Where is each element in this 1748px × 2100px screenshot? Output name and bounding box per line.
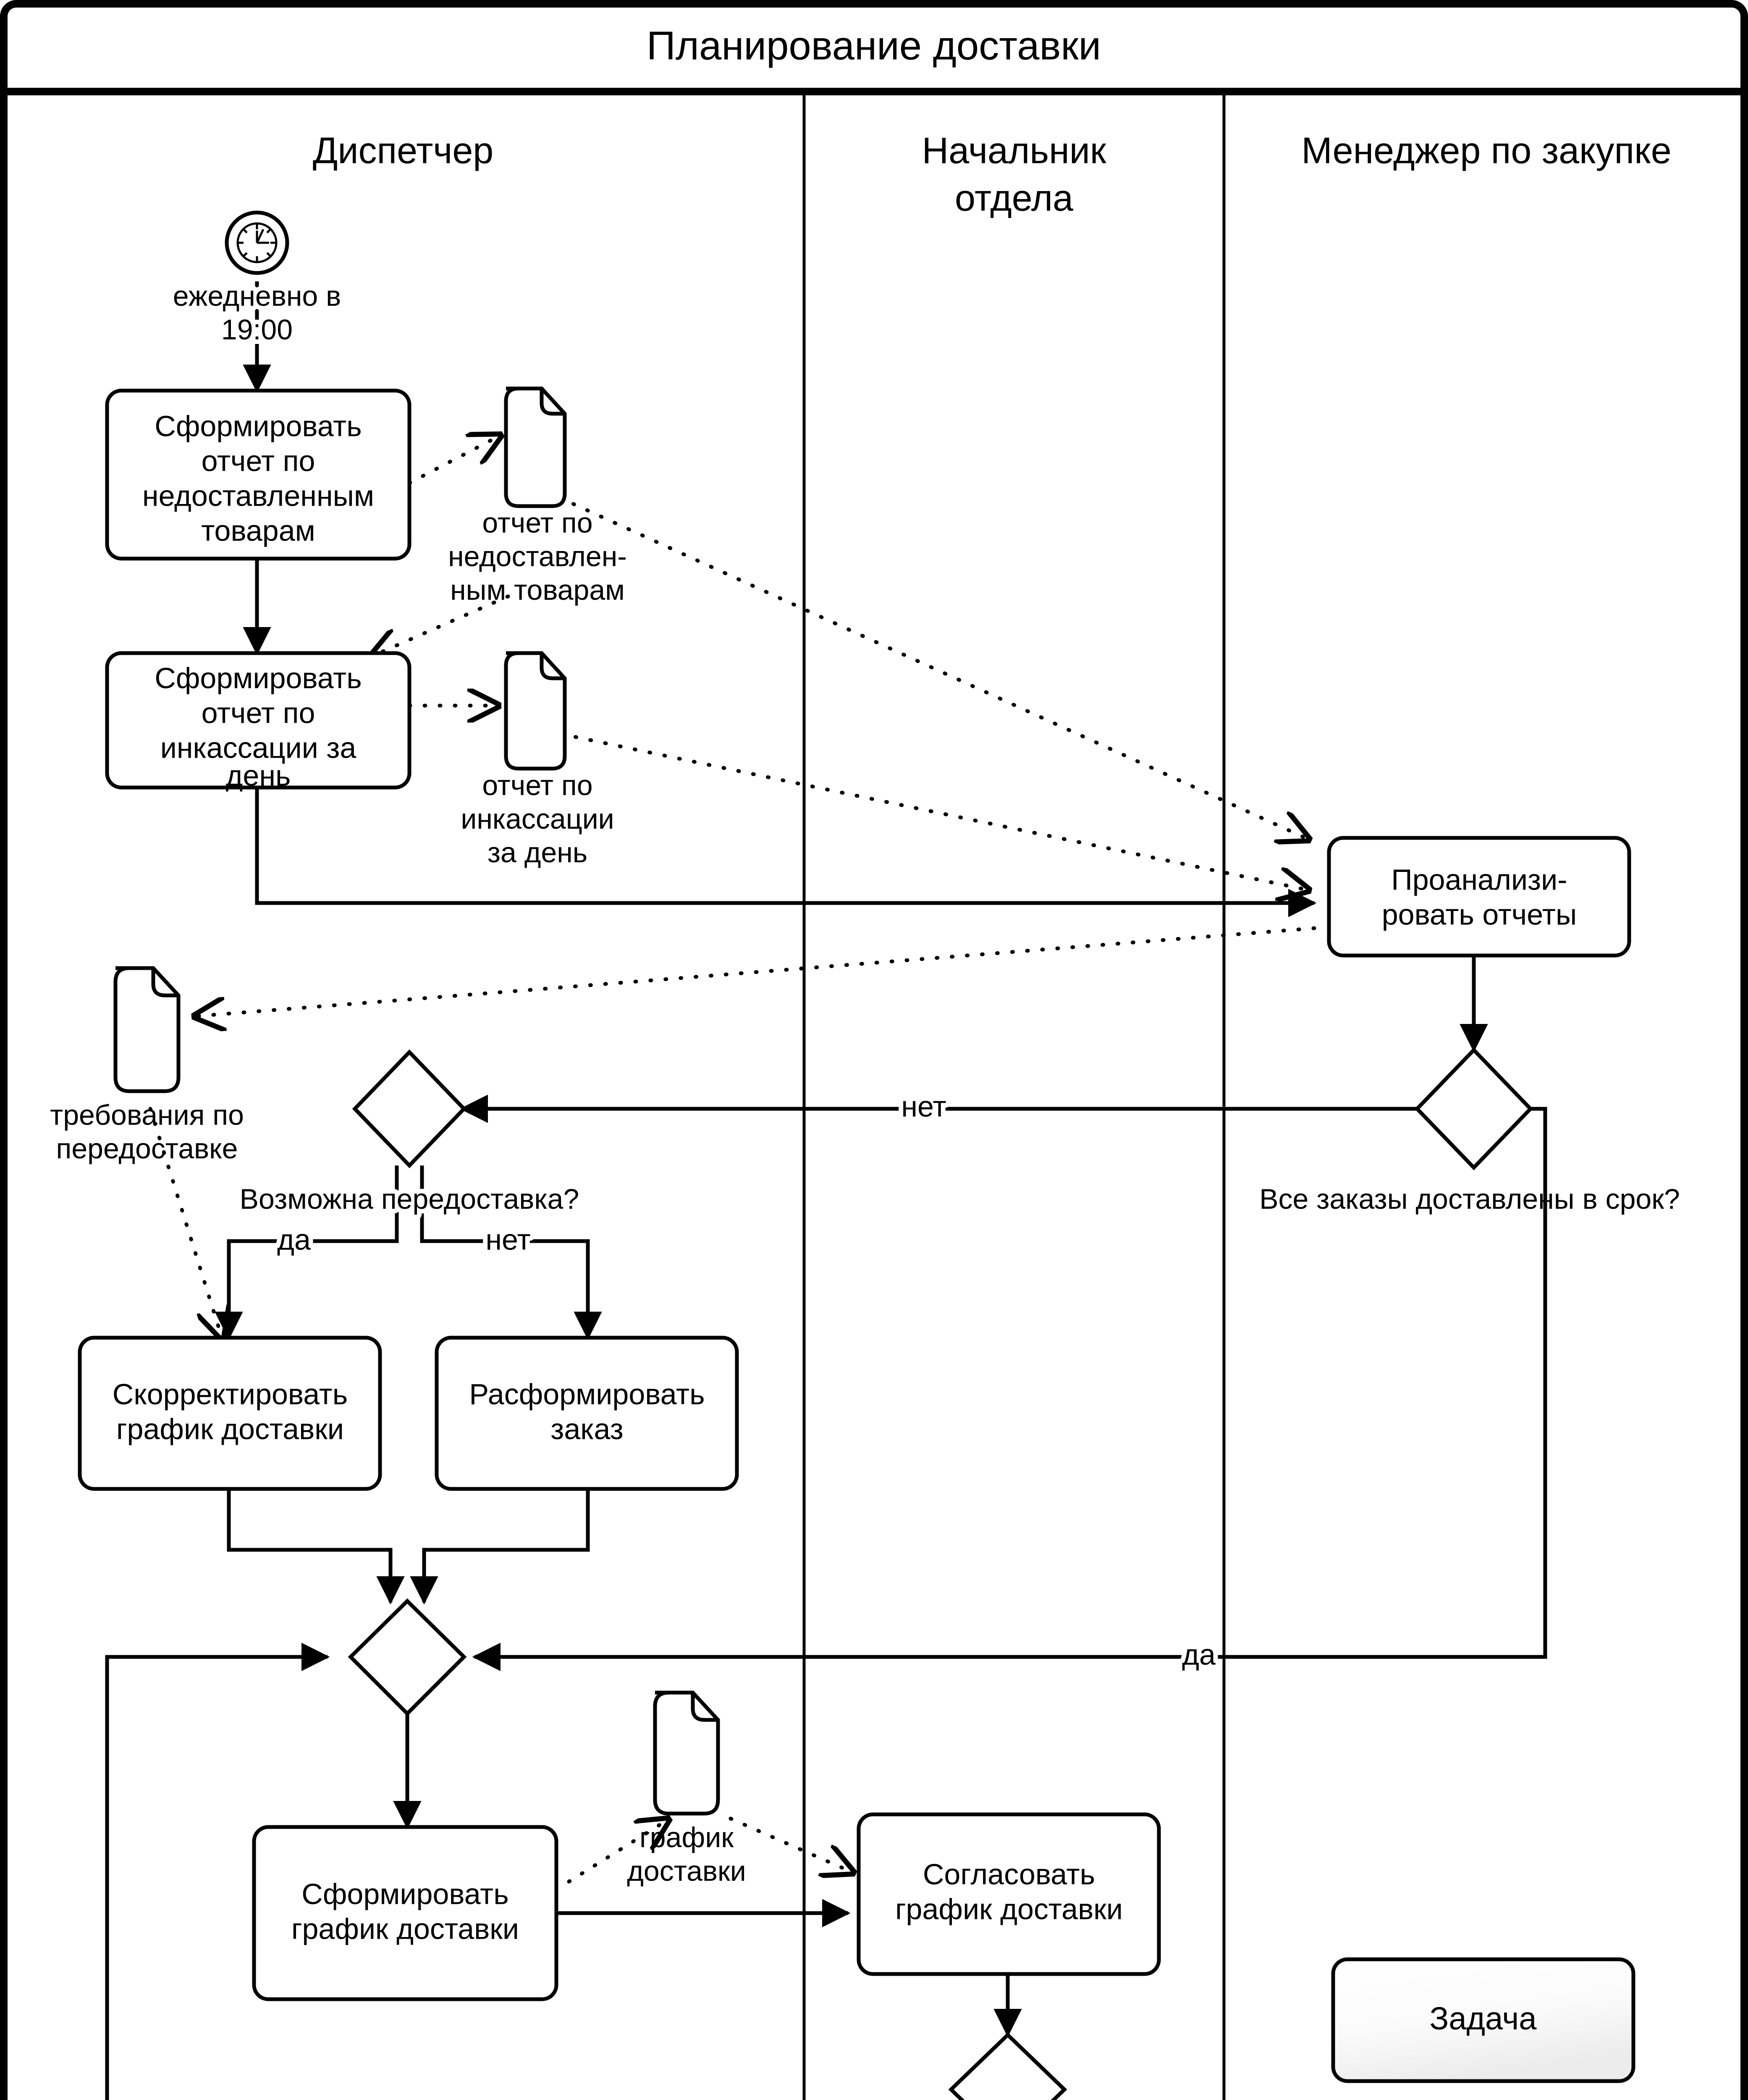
assoc-t1-to-d1 (407, 435, 502, 485)
data-d1-label-line2: недоставлен- (448, 541, 627, 572)
start-event-label-line1: ежедневно в (173, 280, 341, 312)
diagram-title: Планирование доставки (647, 23, 1101, 68)
task-t1-line4: товарам (201, 514, 315, 547)
gateway-vozmozhna-peredostavka[interactable] (352, 1049, 467, 1168)
assoc-analyze-to-d3 (193, 926, 1316, 1016)
task-t6-line2: график доставки (291, 1912, 519, 1945)
assoc-d1-to-t2 (370, 594, 510, 657)
start-event-label-line2: 19:00 (221, 314, 293, 346)
data-d2-label-line2: инкассации (461, 803, 614, 835)
data-d4-label-line2: доставки (627, 1855, 746, 1887)
data-d4-label-line1: график (639, 1822, 734, 1853)
start-event-timer[interactable] (225, 210, 289, 275)
task-t4-line2: график доставки (116, 1412, 344, 1445)
assoc-d1-to-analyze (544, 489, 1310, 840)
edge-label-g1-no: нет (901, 1090, 946, 1123)
task-sformirovat-grafik-dostavki[interactable]: Сформировать график доставки (252, 1825, 558, 2001)
task-t2-line3: инкассации за (160, 731, 356, 764)
legend-task: Задача (1331, 1957, 1635, 2083)
assoc-t6-to-d4 (567, 1819, 670, 1884)
lane-header-head-of-department: Начальник отдела (922, 129, 1106, 218)
lane-header-purchase-manager: Менеджер по закупке (1301, 129, 1671, 171)
edge-label-g2-yes: да (277, 1223, 311, 1256)
task-t5-line1: Расформировать (469, 1378, 705, 1410)
edge-g2-no-to-t5 (420, 1166, 602, 1340)
task-proanalizirovat-otchety[interactable]: Проанализи- ровать отчеты (1327, 836, 1631, 958)
task-t7-line2: график доставки (895, 1893, 1123, 1925)
data-d3-label-line2: передоставке (56, 1133, 238, 1165)
legend: Задача Развилка Данные Старт Стоп (1331, 1957, 1635, 2083)
edge-label-g2-no: нет (485, 1223, 530, 1256)
gateway-soglasovan[interactable] (948, 2032, 1067, 2100)
lane-label-head-2: отдела (955, 177, 1073, 218)
data-object-otchet-inkassacii[interactable] (504, 651, 567, 771)
edge-g4-no-loopback (105, 1643, 1010, 2100)
edge-g1-yes-to-g3 (472, 1107, 1547, 1671)
task-t3-line1: Проанализи- (1391, 863, 1567, 896)
task-sformirovat-otchet-nedostavlennym[interactable]: Сформировать отчет по недоставленным тов… (105, 388, 411, 561)
task-t1-line3: недоставленным (142, 479, 374, 512)
edge-t2-to-analyze (255, 788, 1317, 917)
data-d1-label-line1: отчет по (482, 507, 592, 539)
edge-g2-yes-to-t4 (215, 1166, 399, 1340)
lane-header-dispatcher: Диспетчер (313, 129, 493, 171)
lane-label-head-1: Начальник (922, 129, 1106, 171)
task-t1-line2: отчет по (202, 444, 315, 477)
data-d2-label-line1: отчет по (482, 769, 592, 801)
data-object-otchet-nedostavlennym[interactable] (504, 386, 567, 508)
lane-label-purchase-manager: Менеджер по закупке (1301, 129, 1671, 171)
edge-t4-to-g3 (227, 1489, 405, 1605)
assoc-d2-to-analyze (544, 729, 1310, 890)
task-t3-line2: ровать отчеты (1382, 898, 1577, 931)
task-soglasovat-grafik-dostavki[interactable]: Согласовать график доставки (857, 1812, 1161, 1976)
timer-clock-icon (238, 223, 276, 262)
gateway-vse-zakazy-dostavleny[interactable] (1414, 1047, 1533, 1171)
task-t1-line1: Сформировать (155, 410, 362, 442)
gateway-g1-label: Все заказы доставлены в срок? (1259, 1183, 1680, 1215)
assoc-d3-to-t4 (148, 1107, 223, 1340)
edge-label-g1-yes: да (1182, 1638, 1216, 1671)
gateway-g2-label: Возможна передоставка? (240, 1183, 579, 1215)
assoc-d4-to-t7 (729, 1816, 854, 1873)
data-object-trebovaniya-peredostavke[interactable] (113, 966, 181, 1093)
task-t2-line1: Сформировать (155, 662, 362, 694)
data-d2-label-line3: за день (487, 837, 587, 869)
edge-t5-to-g3 (410, 1489, 590, 1605)
task-sformirovat-otchet-inkassacii[interactable]: Сформировать отчет по инкассации за день (105, 651, 411, 792)
legend-task-label: Задача (1430, 2001, 1537, 2037)
task-skorrektirovat-grafik[interactable]: Скорректировать график доставки (78, 1336, 382, 1491)
data-d3-label-line1: требования по (50, 1099, 244, 1131)
task-t6-line1: Сформировать (301, 1877, 508, 1910)
task-t2-line2: отчет по (202, 696, 315, 729)
lane-label-dispatcher: Диспетчер (313, 129, 493, 171)
task-rasformirovat-zakaz[interactable]: Расформировать заказ (435, 1336, 739, 1491)
data-object-grafik-dostavki[interactable] (653, 1690, 720, 1816)
lane-dividers (802, 95, 1226, 2100)
task-t4-line1: Скорректировать (113, 1378, 348, 1410)
task-t2-line4: день (226, 759, 291, 792)
task-t7-line1: Согласовать (923, 1858, 1095, 1890)
task-t5-line2: заказ (550, 1412, 623, 1445)
data-d1-label-line3: ным товарам (450, 574, 625, 606)
gateway-merge[interactable] (348, 1598, 467, 1717)
